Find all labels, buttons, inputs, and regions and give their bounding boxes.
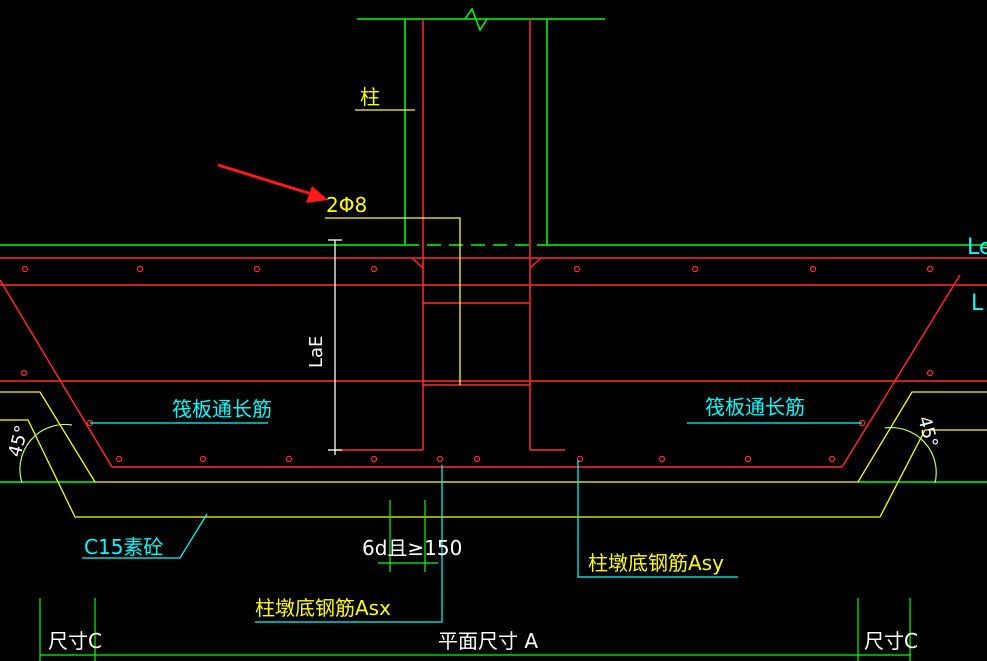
bar-spec-label: 2Φ8 — [326, 193, 367, 217]
pier-bar-y-label: 柱墩底钢筋Asy — [588, 551, 724, 575]
rebar-dot — [436, 455, 444, 463]
rebar-dot — [136, 265, 144, 273]
cushion-outline — [0, 109, 987, 518]
size-c-left-label: 尺寸C — [48, 629, 102, 653]
rebar-dot — [21, 265, 29, 273]
reinforcement-lines — [0, 19, 987, 468]
rebar-dots — [20, 265, 934, 463]
rebar-dot — [926, 369, 934, 377]
rebar-dot — [576, 455, 584, 463]
rebar-dot — [115, 455, 123, 463]
spacing-dimension — [378, 500, 438, 572]
size-c-right-label: 尺寸C — [864, 629, 918, 653]
rebar-dot — [809, 265, 817, 273]
rebar-dot — [828, 455, 836, 463]
rebar-dot — [20, 369, 28, 377]
angle-arcs — [19, 423, 937, 484]
rebar-dot — [199, 455, 207, 463]
concrete-label: C15素砼 — [84, 535, 163, 559]
plan-dimension-lines — [39, 598, 911, 661]
plan-size-label: 平面尺寸 A — [438, 629, 538, 653]
column-outline — [357, 7, 605, 245]
pointer-arrow — [217, 163, 328, 203]
edge-le-label: Le — [967, 235, 987, 260]
anchor-dimension — [328, 239, 342, 455]
rebar-dot — [691, 265, 699, 273]
leader-lines — [82, 422, 862, 623]
rebar-dot — [473, 455, 481, 463]
rebar-dot — [658, 455, 666, 463]
rebar-dot — [370, 455, 378, 463]
spacing-label: 6d且≥150 — [362, 536, 462, 560]
edge-l-label: L — [971, 291, 984, 316]
angle-left-label: 45° — [5, 423, 34, 459]
rebar-dot — [370, 265, 378, 273]
raft-outline — [0, 244, 987, 483]
rebar-dot — [573, 265, 581, 273]
rebar-dot — [926, 265, 934, 273]
column-label: 柱 — [360, 85, 380, 109]
rebar-dot — [253, 265, 261, 273]
pier-bar-x-label: 柱墩底钢筋Asx — [255, 596, 391, 620]
raft-bar-right-label: 筏板通长筋 — [705, 395, 805, 419]
rebar-dot — [744, 455, 752, 463]
raft-bar-left-label: 筏板通长筋 — [172, 397, 272, 421]
anchor-length-label: LaE — [306, 336, 327, 368]
rebar-dot — [285, 455, 293, 463]
